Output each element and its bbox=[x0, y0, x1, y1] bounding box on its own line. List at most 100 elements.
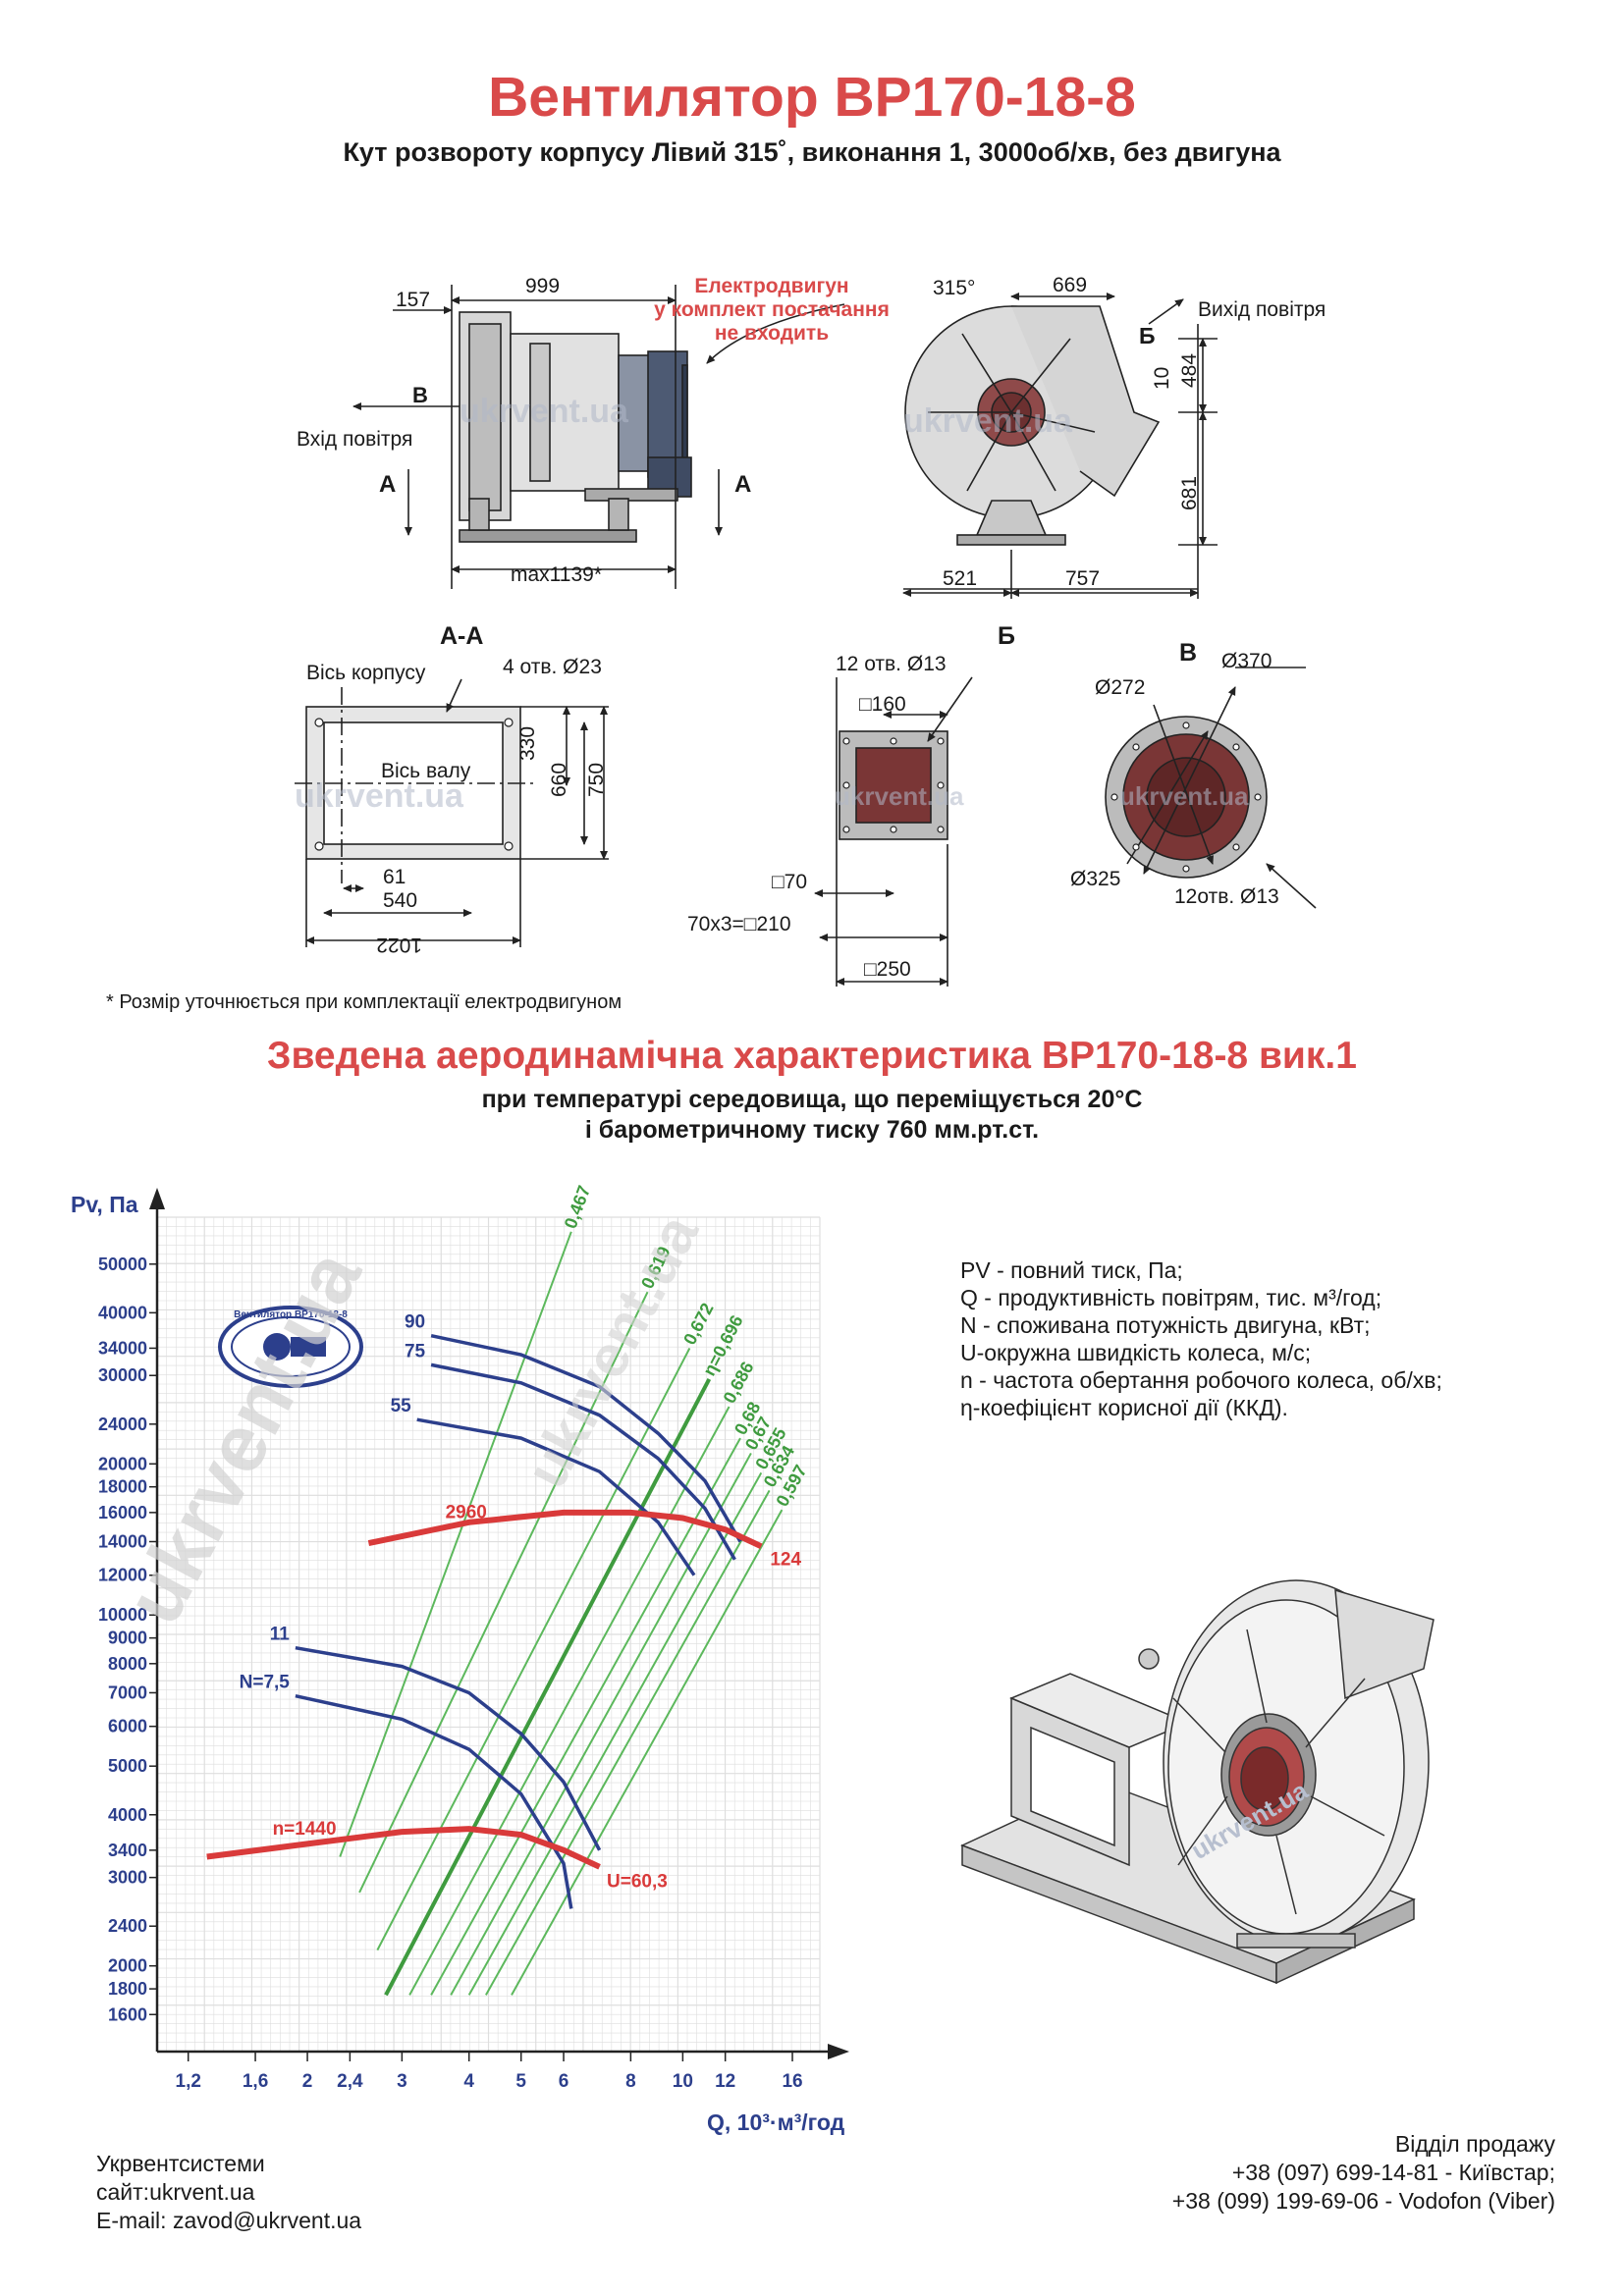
pressure-curve bbox=[367, 1509, 763, 1550]
page-subtitle: Кут розвороту корпусу Лівий 315˚, викона… bbox=[343, 137, 1281, 167]
pressure-curve-label: 2960 bbox=[446, 1502, 487, 1522]
flange-b-title: Б bbox=[998, 622, 1015, 650]
x-axis-label: Q, 10³·м³/год bbox=[707, 2109, 845, 2135]
x-tick-label: 2,4 bbox=[337, 2071, 363, 2092]
y-tick-label: 2400 bbox=[108, 1916, 147, 1936]
dim-61: 61 bbox=[383, 866, 406, 888]
y-tick-label: 20000 bbox=[98, 1454, 147, 1473]
holes-aa-label: 4 отв. Ø23 bbox=[503, 656, 602, 678]
legend-eff: η-коефіцієнт корисної дії (ККД). bbox=[960, 1395, 1288, 1420]
motor-note-3: не входить bbox=[715, 322, 829, 345]
y-tick-label: 40000 bbox=[98, 1303, 147, 1322]
watermark-aa: ukrvent.ua bbox=[295, 777, 464, 815]
efficiency-line bbox=[339, 1231, 572, 1857]
front-dim-10: 10 bbox=[1151, 367, 1173, 390]
dim-750: 750 bbox=[585, 763, 608, 797]
legend-q: Q - продуктивність повітрям, тис. м³/год… bbox=[960, 1285, 1382, 1310]
section-a-left: А bbox=[379, 471, 396, 498]
y-tick-label: 6000 bbox=[108, 1717, 147, 1736]
footer-company-block: Укрвентсистеми сайт:ukrvent.ua E-mail: z… bbox=[96, 2150, 361, 2235]
footnote: * Розмір уточнюється при комплектації ел… bbox=[106, 991, 623, 1013]
side-dim-bottom: max1139* bbox=[511, 563, 602, 586]
y-tick-label: 3000 bbox=[108, 1868, 147, 1888]
y-tick-label: 10000 bbox=[98, 1605, 147, 1625]
footer-sales-title: Відділ продажу bbox=[1394, 2131, 1555, 2157]
watermark-v: ukrvent.ua bbox=[1119, 781, 1249, 811]
efficiency-line bbox=[384, 1378, 712, 1997]
flange-v-325: Ø325 bbox=[1070, 868, 1120, 890]
efficiency-line bbox=[485, 1489, 771, 1996]
x-tick-label: 5 bbox=[515, 2071, 526, 2092]
y-tick-label: 18000 bbox=[98, 1477, 147, 1497]
view-b-marker: В bbox=[412, 383, 428, 407]
front-dim-681: 681 bbox=[1178, 476, 1201, 510]
watermark-b: ukrvent.ua bbox=[835, 781, 964, 811]
y-tick-label: 16000 bbox=[98, 1503, 147, 1522]
pressure-curve bbox=[206, 1826, 601, 1870]
legend-u: U-окружна швидкість колеса, м/с; bbox=[960, 1340, 1312, 1365]
outlet-label: Вихід повітря bbox=[1198, 298, 1326, 321]
power-curve bbox=[430, 1362, 736, 1561]
efficiency-line bbox=[376, 1347, 691, 1951]
efficiency-line bbox=[511, 1509, 784, 1996]
front-dim-top: 669 bbox=[1053, 274, 1087, 296]
y-tick-label: 2000 bbox=[108, 1956, 147, 1976]
dim-660: 660 bbox=[548, 763, 570, 797]
y-tick-label: 8000 bbox=[108, 1654, 147, 1674]
flange-b-250: □250 bbox=[864, 958, 911, 981]
y-tick-label: 1600 bbox=[108, 2004, 147, 2024]
flange-v-370: Ø370 bbox=[1221, 650, 1272, 672]
flange-b-drawing bbox=[814, 676, 973, 987]
footer-email[interactable]: E-mail: zavod@ukrvent.ua bbox=[96, 2208, 362, 2233]
y-tick-label: 50000 bbox=[98, 1255, 147, 1274]
footer-phone-kyivstar[interactable]: +38 (097) 699-14-81 - Київстар; bbox=[1231, 2160, 1555, 2185]
power-curve bbox=[430, 1333, 742, 1543]
y-tick-label: 24000 bbox=[98, 1415, 147, 1434]
side-dim-left: 157 bbox=[396, 289, 430, 311]
efficiency-line bbox=[358, 1291, 649, 1894]
pressure-curve-label: n=1440 bbox=[273, 1819, 337, 1840]
y-axis-arrow bbox=[149, 1188, 165, 1209]
flange-v-drawing bbox=[1105, 667, 1317, 909]
u-speed-label: U=60,3 bbox=[607, 1871, 668, 1892]
power-curve bbox=[416, 1417, 696, 1576]
power-curve bbox=[295, 1645, 602, 1851]
flange-v-title: В bbox=[1179, 639, 1197, 667]
efficiency-label: 0,672 bbox=[679, 1300, 717, 1348]
x-tick-label: 12 bbox=[715, 2071, 735, 2092]
legend-pv: PV - повний тиск, Па; bbox=[960, 1257, 1183, 1283]
footer-site[interactable]: сайт:ukrvent.ua bbox=[96, 2179, 255, 2205]
footer-company: Укрвентсистеми bbox=[96, 2151, 265, 2176]
efficiency-label: 0,467 bbox=[561, 1183, 594, 1231]
legend-n: N - споживана потужність двигуна, кВт; bbox=[960, 1312, 1371, 1338]
power-curve-label: 11 bbox=[270, 1625, 291, 1645]
inlet-label: Вхід повітря bbox=[297, 428, 412, 451]
x-tick-label: 16 bbox=[782, 2071, 802, 2092]
front-view-drawing bbox=[902, 293, 1218, 599]
u-speed-label: 124 bbox=[770, 1550, 801, 1571]
section-aa-drawing bbox=[295, 678, 609, 947]
chart-watermark-2: ukrvent.ua bbox=[513, 1203, 711, 1498]
y-tick-label: 1800 bbox=[108, 1979, 147, 1999]
technical-drawings: 999 157 max1139* Вхід повітря В А А Елек… bbox=[295, 274, 1326, 987]
front-angle: 315° bbox=[933, 277, 975, 299]
x-tick-label: 8 bbox=[625, 2071, 636, 2092]
power-curve-label: 75 bbox=[405, 1341, 426, 1362]
side-dim-top: 999 bbox=[525, 275, 560, 297]
efficiency-line bbox=[408, 1406, 731, 1996]
y-tick-label: 34000 bbox=[98, 1338, 147, 1358]
y-tick-label: 3400 bbox=[108, 1841, 147, 1860]
watermark-side: ukrvent.ua bbox=[460, 393, 629, 430]
dim-540: 540 bbox=[383, 889, 417, 912]
footer-phone-vodafone[interactable]: +38 (099) 199-69-06 - Vodofon (Viber) bbox=[1171, 2188, 1555, 2214]
x-tick-label: 1,2 bbox=[176, 2071, 201, 2092]
x-tick-label: 1,6 bbox=[243, 2071, 268, 2092]
motor-note-1: Електродвигун bbox=[694, 275, 848, 297]
aero-chart: 0,4670,6190,672η=0,6960,6860,680,670,655… bbox=[71, 1183, 849, 2135]
efficiency-line bbox=[430, 1437, 741, 1996]
chart-watermark-1: ukrvent.ua bbox=[109, 1235, 380, 1637]
y-tick-label: 4000 bbox=[108, 1805, 147, 1825]
flange-b-210: 70х3=□210 bbox=[687, 913, 791, 935]
chart-stamp: Вентилятор ВР170-18-8 bbox=[218, 1306, 363, 1388]
front-dim-757: 757 bbox=[1065, 567, 1100, 590]
